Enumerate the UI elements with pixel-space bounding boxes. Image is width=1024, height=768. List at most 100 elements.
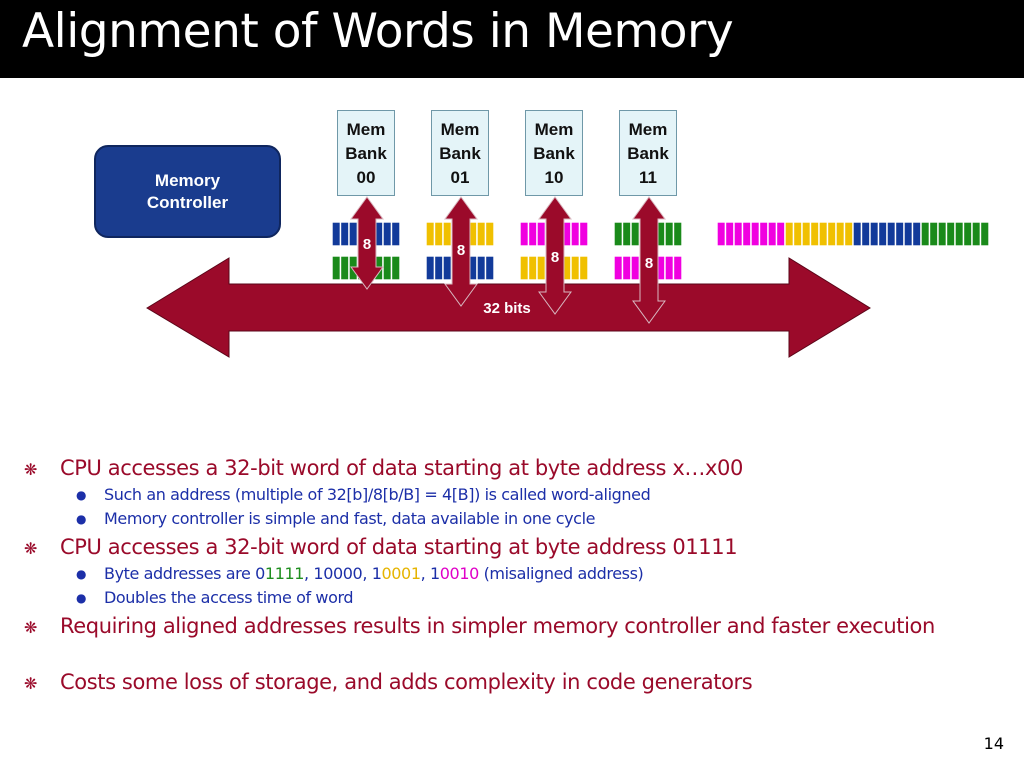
bit-cell	[613, 255, 624, 281]
bit-cell	[962, 221, 973, 247]
lane-arrow-1	[444, 196, 478, 307]
bit-cell	[767, 221, 778, 247]
bit-cell	[869, 221, 880, 247]
bit-cell	[911, 221, 922, 247]
text-segment: Byte addresses are 0	[104, 564, 265, 583]
bit-cell	[818, 221, 829, 247]
bit-cell	[750, 221, 761, 247]
bank-label-line: 01	[450, 168, 470, 187]
sub-bullet-item: Doubles the access time of word	[104, 588, 354, 607]
lane-arrow-2	[538, 196, 572, 315]
bullet-marker: ❋	[24, 618, 38, 637]
bit-cell	[382, 221, 393, 247]
memory-controller-box: Memory Controller	[94, 145, 281, 238]
lane-label: 8	[457, 242, 465, 259]
bit-cell	[928, 221, 939, 247]
bit-cell	[664, 221, 675, 247]
controller-label-line: Controller	[146, 192, 229, 212]
bit-cell	[741, 221, 752, 247]
bit-cell	[716, 221, 727, 247]
bit-cell	[954, 221, 965, 247]
bullet-item: CPU accesses a 32-bit word of data start…	[60, 535, 738, 559]
mem-bank-10: Mem Bank 10	[525, 110, 583, 196]
word-byte-3	[920, 221, 990, 247]
bank-label-line: Mem	[440, 120, 480, 139]
bit-cell	[442, 221, 453, 247]
text-segment: (misaligned address)	[478, 564, 644, 583]
bullet-marker: ❋	[24, 460, 38, 479]
text-segment: , 1	[420, 564, 441, 583]
bit-cell	[630, 221, 641, 247]
bit-cell	[390, 255, 401, 281]
bit-cell	[570, 255, 581, 281]
bit-cell	[425, 255, 436, 281]
byte-cells	[331, 221, 990, 281]
bit-cell	[775, 221, 786, 247]
bullet-marker: ●	[76, 512, 87, 526]
lane-label: 8	[363, 236, 371, 253]
mem-bank-00: Mem Bank 00	[337, 110, 395, 196]
bit-cell	[971, 221, 982, 247]
bit-cell	[476, 255, 487, 281]
slide-title: Alignment of Words in Memory	[22, 4, 734, 59]
bank-label-line: Mem	[534, 120, 574, 139]
sub-bullet-item: Memory controller is simple and fast, da…	[104, 509, 596, 528]
text-segment-magenta: 0010	[439, 564, 480, 583]
sub-bullet-item: Byte addresses are 01111, 10000, 10001, …	[104, 564, 964, 584]
bit-cell	[339, 255, 350, 281]
word-byte-1	[784, 221, 854, 247]
bit-cell	[476, 221, 487, 247]
bank-label-line: Bank	[439, 144, 481, 163]
bit-cell	[630, 255, 641, 281]
lane-arrow-3	[632, 196, 666, 324]
bit-cell	[945, 221, 956, 247]
bullet-marker: ❋	[24, 539, 38, 558]
bit-cell	[852, 221, 863, 247]
bit-cell	[527, 255, 538, 281]
bit-cell	[801, 221, 812, 247]
mem-bank-01: Mem Bank 01	[431, 110, 489, 196]
bullet-item: Requiring aligned addresses results in s…	[60, 614, 935, 638]
bit-cell	[621, 255, 632, 281]
bit-cell	[433, 221, 444, 247]
bit-cell	[877, 221, 888, 247]
bit-cell	[484, 255, 495, 281]
bit-cell	[733, 221, 744, 247]
sub-bullet-item: Such an address (multiple of 32[b]/8[b/B…	[104, 485, 651, 504]
bullet-marker: ❋	[24, 674, 38, 693]
bit-cell	[672, 221, 683, 247]
bit-cell	[613, 221, 624, 247]
text-segment-yellow: 0001	[381, 564, 421, 583]
bit-cell	[348, 221, 359, 247]
bank-label-line: 10	[544, 168, 564, 187]
bit-cell	[903, 221, 914, 247]
bit-cell	[519, 255, 530, 281]
bit-cell	[536, 221, 547, 247]
bit-cell	[484, 221, 495, 247]
bank-label-line: 11	[639, 168, 657, 187]
bit-cell	[433, 255, 444, 281]
bullet-item: CPU accesses a 32-bit word of data start…	[60, 456, 743, 480]
bullet-item: Costs some loss of storage, and adds com…	[60, 670, 753, 694]
text-segment: , 10000, 1	[304, 564, 382, 583]
page-number: 14	[983, 734, 1004, 753]
bit-cell	[809, 221, 820, 247]
bit-cell	[536, 255, 547, 281]
bit-cell	[519, 221, 530, 247]
lane-label: 8	[551, 249, 559, 266]
text-segment-green: 1111	[264, 564, 305, 583]
bullet-marker: ●	[76, 488, 87, 502]
word-byte-2	[852, 221, 922, 247]
bit-cell	[390, 221, 401, 247]
lane-label: 8	[645, 255, 653, 272]
bit-cell	[860, 221, 871, 247]
bit-cell	[937, 221, 948, 247]
bit-cell	[672, 255, 683, 281]
bit-cell	[578, 221, 589, 247]
lane-arrow-0	[350, 196, 384, 290]
mem-bank-11: Mem Bank 11	[619, 110, 677, 196]
bit-cell	[826, 221, 837, 247]
bit-cell	[886, 221, 897, 247]
bank-label-line: 00	[356, 168, 376, 187]
